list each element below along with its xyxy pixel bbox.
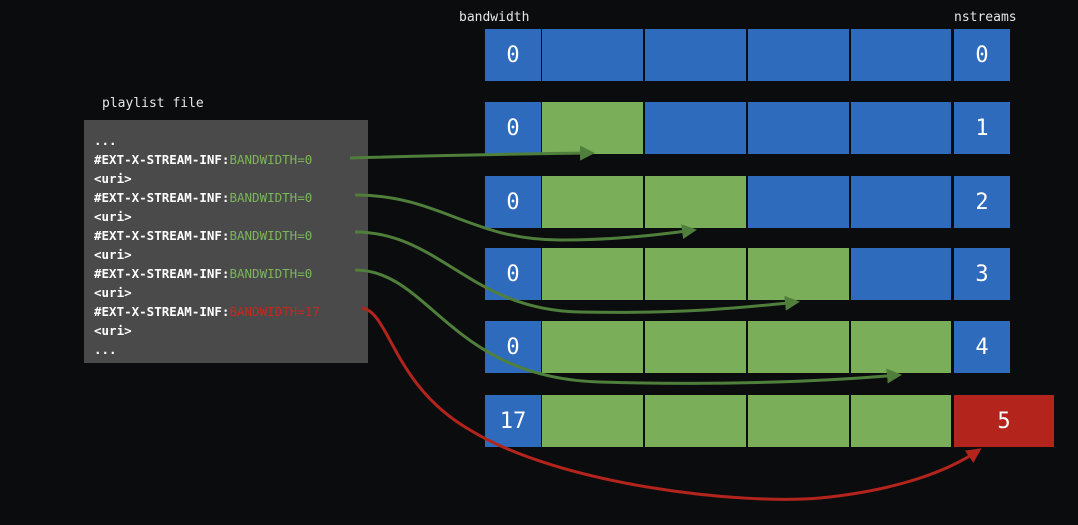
- nstreams-cell: 3: [954, 248, 1010, 300]
- stream-slot-filled: [542, 321, 643, 373]
- bandwidth-attribute: BANDWIDTH=0: [229, 152, 313, 167]
- bandwidth-attribute: BANDWIDTH=0: [229, 190, 313, 205]
- stream-slot-filled: [542, 248, 643, 300]
- stream-slot-empty: [645, 29, 746, 81]
- playlist-line: ...: [94, 131, 358, 150]
- stream-slot-filled: [645, 395, 746, 447]
- stream-slot-empty: [851, 29, 951, 81]
- stream-slot-empty: [851, 102, 951, 154]
- stream-slot-filled: [748, 395, 849, 447]
- nstreams-cell: 2: [954, 176, 1010, 228]
- playlist-line: <uri>: [94, 169, 358, 188]
- bandwidth-attribute: BANDWIDTH=17: [229, 304, 320, 319]
- playlist-line-prefix: <uri>: [94, 247, 132, 262]
- stream-slot-filled: [645, 248, 746, 300]
- stream-slot-filled: [645, 176, 746, 228]
- stream-slot-empty: [542, 29, 643, 81]
- stream-slot-filled: [645, 321, 746, 373]
- playlist-line-prefix: #EXT-X-STREAM-INF:: [94, 266, 230, 281]
- bandwidth-header: bandwidth: [459, 10, 530, 25]
- bandwidth-cell: 17: [485, 395, 541, 447]
- stream-slot-empty: [748, 176, 849, 228]
- nstreams-cell: 5: [954, 395, 1054, 447]
- stream-slot-filled: [851, 321, 951, 373]
- playlist-title: playlist file: [102, 96, 204, 111]
- playlist-line-prefix: #EXT-X-STREAM-INF:: [94, 152, 230, 167]
- stream-slot-empty: [851, 248, 951, 300]
- bandwidth-attribute: BANDWIDTH=0: [229, 266, 313, 281]
- bandwidth-cell: 0: [485, 102, 541, 154]
- stream-slot-filled: [748, 321, 849, 373]
- playlist-box: ...#EXT-X-STREAM-INF:BANDWIDTH=0<uri>#EX…: [84, 120, 368, 363]
- playlist-line-prefix: ...: [94, 133, 117, 148]
- playlist-line: #EXT-X-STREAM-INF:BANDWIDTH=0: [94, 264, 358, 283]
- stream-slot-filled: [851, 395, 951, 447]
- stream-slot-filled: [748, 248, 849, 300]
- stream-slot-empty: [645, 102, 746, 154]
- playlist-line: #EXT-X-STREAM-INF:BANDWIDTH=17: [94, 302, 358, 321]
- stream-slot-empty: [748, 102, 849, 154]
- playlist-line-prefix: <uri>: [94, 171, 132, 186]
- playlist-line-prefix: <uri>: [94, 285, 132, 300]
- stream-slot-filled: [542, 102, 643, 154]
- bandwidth-cell: 0: [485, 29, 541, 81]
- playlist-line: <uri>: [94, 245, 358, 264]
- nstreams-header: nstreams: [954, 10, 1017, 25]
- playlist-line-prefix: #EXT-X-STREAM-INF:: [94, 190, 230, 205]
- playlist-line-prefix: #EXT-X-STREAM-INF:: [94, 228, 230, 243]
- stream-slot-empty: [748, 29, 849, 81]
- playlist-line: #EXT-X-STREAM-INF:BANDWIDTH=0: [94, 226, 358, 245]
- playlist-line-prefix: <uri>: [94, 323, 132, 338]
- playlist-line-prefix: #EXT-X-STREAM-INF:: [94, 304, 230, 319]
- stream-slot-filled: [542, 395, 643, 447]
- playlist-line-prefix: ...: [94, 342, 117, 357]
- playlist-line: ...: [94, 340, 358, 359]
- playlist-line-prefix: <uri>: [94, 209, 132, 224]
- playlist-line: <uri>: [94, 321, 358, 340]
- nstreams-cell: 4: [954, 321, 1010, 373]
- playlist-line: #EXT-X-STREAM-INF:BANDWIDTH=0: [94, 150, 358, 169]
- playlist-line: <uri>: [94, 207, 358, 226]
- nstreams-cell: 1: [954, 102, 1010, 154]
- stream-slot-filled: [542, 176, 643, 228]
- bandwidth-attribute: BANDWIDTH=0: [229, 228, 313, 243]
- playlist-line: #EXT-X-STREAM-INF:BANDWIDTH=0: [94, 188, 358, 207]
- playlist-line: <uri>: [94, 283, 358, 302]
- bandwidth-cell: 0: [485, 176, 541, 228]
- stream-slot-empty: [851, 176, 951, 228]
- nstreams-cell: 0: [954, 29, 1010, 81]
- bandwidth-cell: 0: [485, 321, 541, 373]
- bandwidth-cell: 0: [485, 248, 541, 300]
